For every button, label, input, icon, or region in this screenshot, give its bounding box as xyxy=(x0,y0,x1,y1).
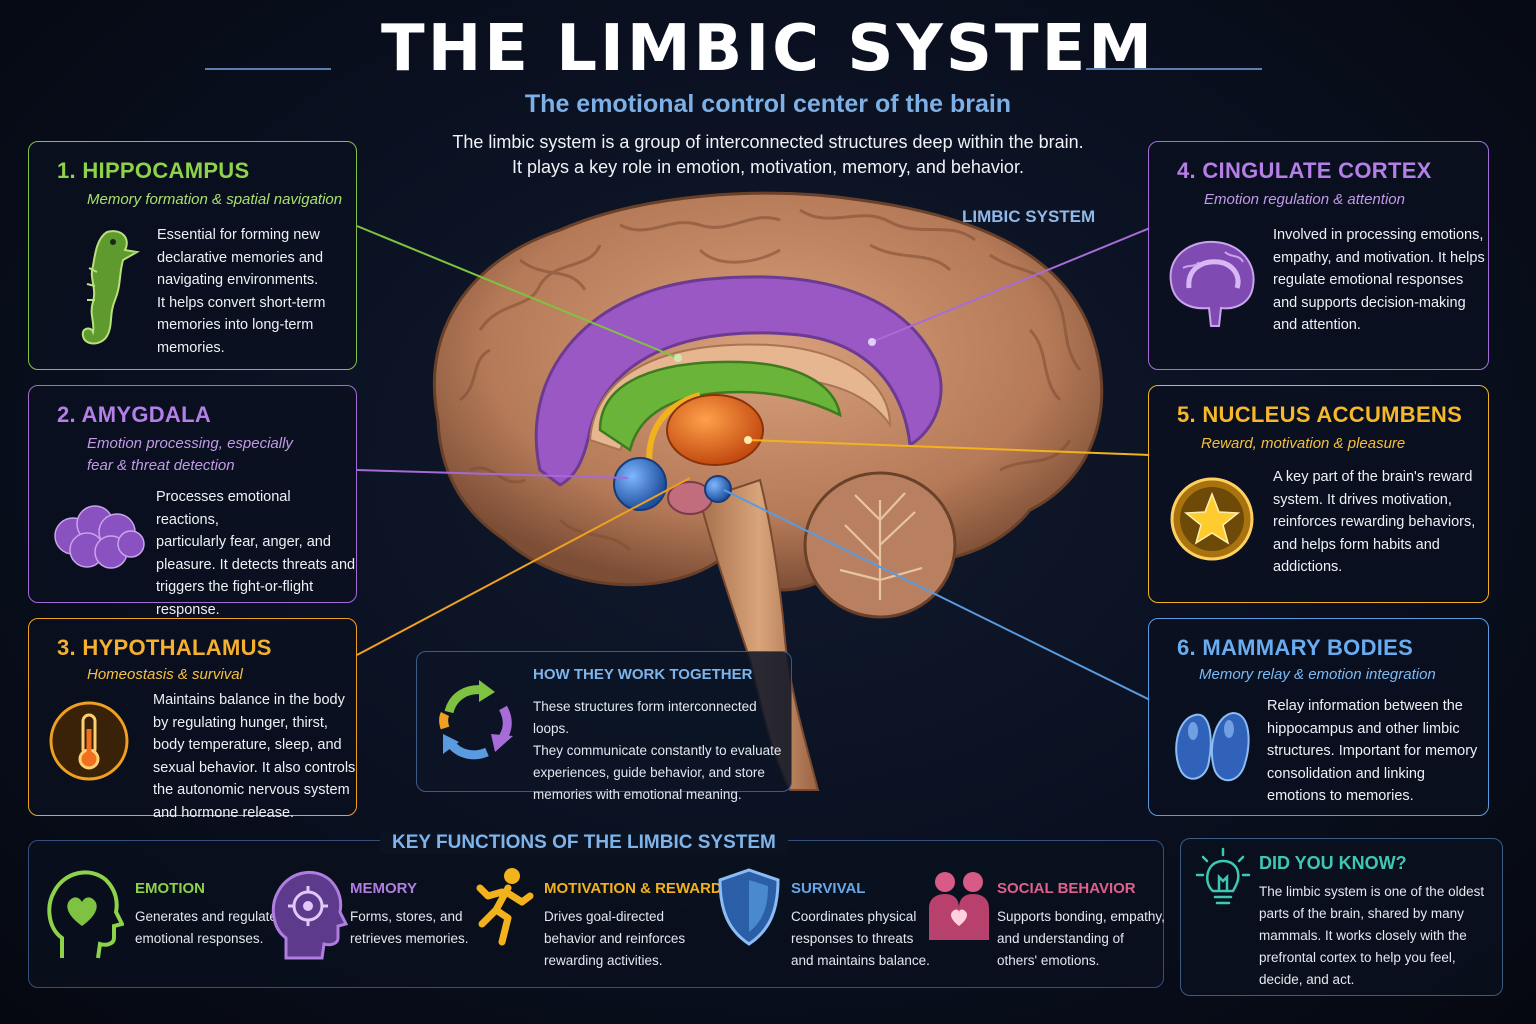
cerebellum-tree xyxy=(839,492,923,600)
memory-head-icon xyxy=(271,870,348,960)
function-emotion-title: EMOTION xyxy=(135,880,205,897)
seahorse-icon xyxy=(81,230,140,345)
page-title: THE LIMBIC SYSTEM xyxy=(381,12,1155,86)
shield-icon xyxy=(718,868,780,946)
hippocampus-subtitle: Memory formation & spatial navigation xyxy=(87,191,343,208)
accumbens-heading: 5. NUCLEUS ACCUMBENS xyxy=(1177,402,1463,427)
hippocampus-card: 1. HIPPOCAMPUS Memory formation & spatia… xyxy=(28,141,357,370)
mammillary-heading: 6. MAMMARY BODIES xyxy=(1177,635,1414,660)
amygdala-icon xyxy=(54,505,145,569)
how-body: These structures form interconnected loo… xyxy=(533,699,782,802)
page-subtitle: The emotional control center of the brai… xyxy=(524,90,1012,118)
function-memory-title: MEMORY xyxy=(350,880,417,897)
mammillary-bodies-structure xyxy=(704,475,732,503)
lightbulb-icon xyxy=(1195,847,1251,905)
accumbens-card: 5. NUCLEUS ACCUMBENS Reward, motivation … xyxy=(1148,385,1489,603)
amygdala-card: 2. AMYGDALA Emotion processing, especial… xyxy=(28,385,357,618)
hypothalamus-body: Maintains balance in the body by regulat… xyxy=(153,692,356,821)
brain-label: LIMBIC SYSTEM xyxy=(962,207,1096,226)
amygdala-heading: 2. AMYGDALA xyxy=(57,402,212,427)
mammillary-subtitle: Memory relay & emotion integration xyxy=(1199,666,1436,683)
hippocampus-heading: 1. HIPPOCAMPUS xyxy=(57,158,250,183)
title-rule-right xyxy=(1086,68,1262,70)
accumbens-body: A key part of the brain's reward system.… xyxy=(1273,469,1476,575)
intro-line-2: It plays a key role in emotion, motivati… xyxy=(512,157,1024,177)
intro-text: The limbic system is a group of intercon… xyxy=(330,130,1206,180)
cycle-arrows-icon xyxy=(439,680,513,760)
function-social-title: SOCIAL BEHAVIOR xyxy=(997,880,1136,897)
cingulate-leader xyxy=(871,227,1151,343)
mammillary-leader xyxy=(723,489,1151,701)
gyri-texture xyxy=(459,208,1082,552)
how-heading: HOW THEY WORK TOGETHER xyxy=(533,666,753,683)
did-you-know-box: DID YOU KNOW? The limbic system is one o… xyxy=(1180,838,1503,996)
did-you-know-heading: DID YOU KNOW? xyxy=(1259,853,1407,873)
people-icon xyxy=(929,872,989,940)
mammillary-bodies-icon xyxy=(1175,711,1250,782)
title-rule-left xyxy=(205,68,331,70)
nucleus-accumbens-structure xyxy=(666,394,764,466)
amygdala-structure xyxy=(613,457,667,511)
function-emotion-desc: Generates and regulates emotional respon… xyxy=(135,909,284,946)
function-motivation-desc: Drives goal-directed behavior and reinfo… xyxy=(544,909,686,968)
how-they-work-box: HOW THEY WORK TOGETHER These structures … xyxy=(416,651,792,802)
fornix xyxy=(646,392,701,471)
function-memory-desc: Forms, stores, and retrieves memories. xyxy=(350,909,469,946)
key-functions-heading: KEY FUNCTIONS OF THE LIMBIC SYSTEM xyxy=(380,832,788,854)
amygdala-subtitle: Emotion processing, especially fear & th… xyxy=(87,435,293,474)
cingulate-heading: 4. CINGULATE CORTEX xyxy=(1177,158,1432,183)
brain-icon xyxy=(1169,240,1255,327)
amygdala-leader xyxy=(356,469,629,479)
accumbens-leader xyxy=(747,439,1151,456)
hippocampus-leader xyxy=(356,225,679,359)
hypothalamus-leader xyxy=(356,477,691,656)
function-survival-desc: Coordinates physical responses to threat… xyxy=(791,909,930,968)
thermometer-icon xyxy=(49,701,129,781)
hypothalamus-subtitle: Homeostasis & survival xyxy=(87,666,243,683)
cingulate-subtitle: Emotion regulation & attention xyxy=(1204,191,1405,208)
mammillary-card: 6. MAMMARY BODIES Memory relay & emotion… xyxy=(1148,618,1489,816)
amygdala-body: Processes emotional reactions, particula… xyxy=(156,489,356,618)
cingulate-card: 4. CINGULATE CORTEX Emotion regulation &… xyxy=(1148,141,1489,370)
hypothalamus-heading: 3. HYPOTHALAMUS xyxy=(57,635,272,660)
star-icon xyxy=(1170,477,1254,561)
cingulate-body: Involved in processing emotions, empathy… xyxy=(1273,227,1485,333)
hypothalamus-card: 3. HYPOTHALAMUS Homeostasis & survival M… xyxy=(28,618,357,821)
hippocampus-body: Essential for forming new declarative me… xyxy=(157,227,326,356)
mammillary-body: Relay information between the hippocampu… xyxy=(1267,698,1478,804)
accumbens-subtitle: Reward, motivation & pleasure xyxy=(1201,435,1406,452)
did-you-know-body: The limbic system is one of the oldest p… xyxy=(1259,884,1485,987)
intro-line-1: The limbic system is a group of intercon… xyxy=(452,132,1084,152)
heart-head-icon xyxy=(47,870,124,959)
function-survival-title: SURVIVAL xyxy=(791,880,866,897)
running-person-icon xyxy=(476,868,534,946)
function-motivation-title: MOTIVATION & REWARD xyxy=(544,880,722,897)
function-social-desc: Supports bonding, empathy, and understan… xyxy=(997,909,1165,968)
